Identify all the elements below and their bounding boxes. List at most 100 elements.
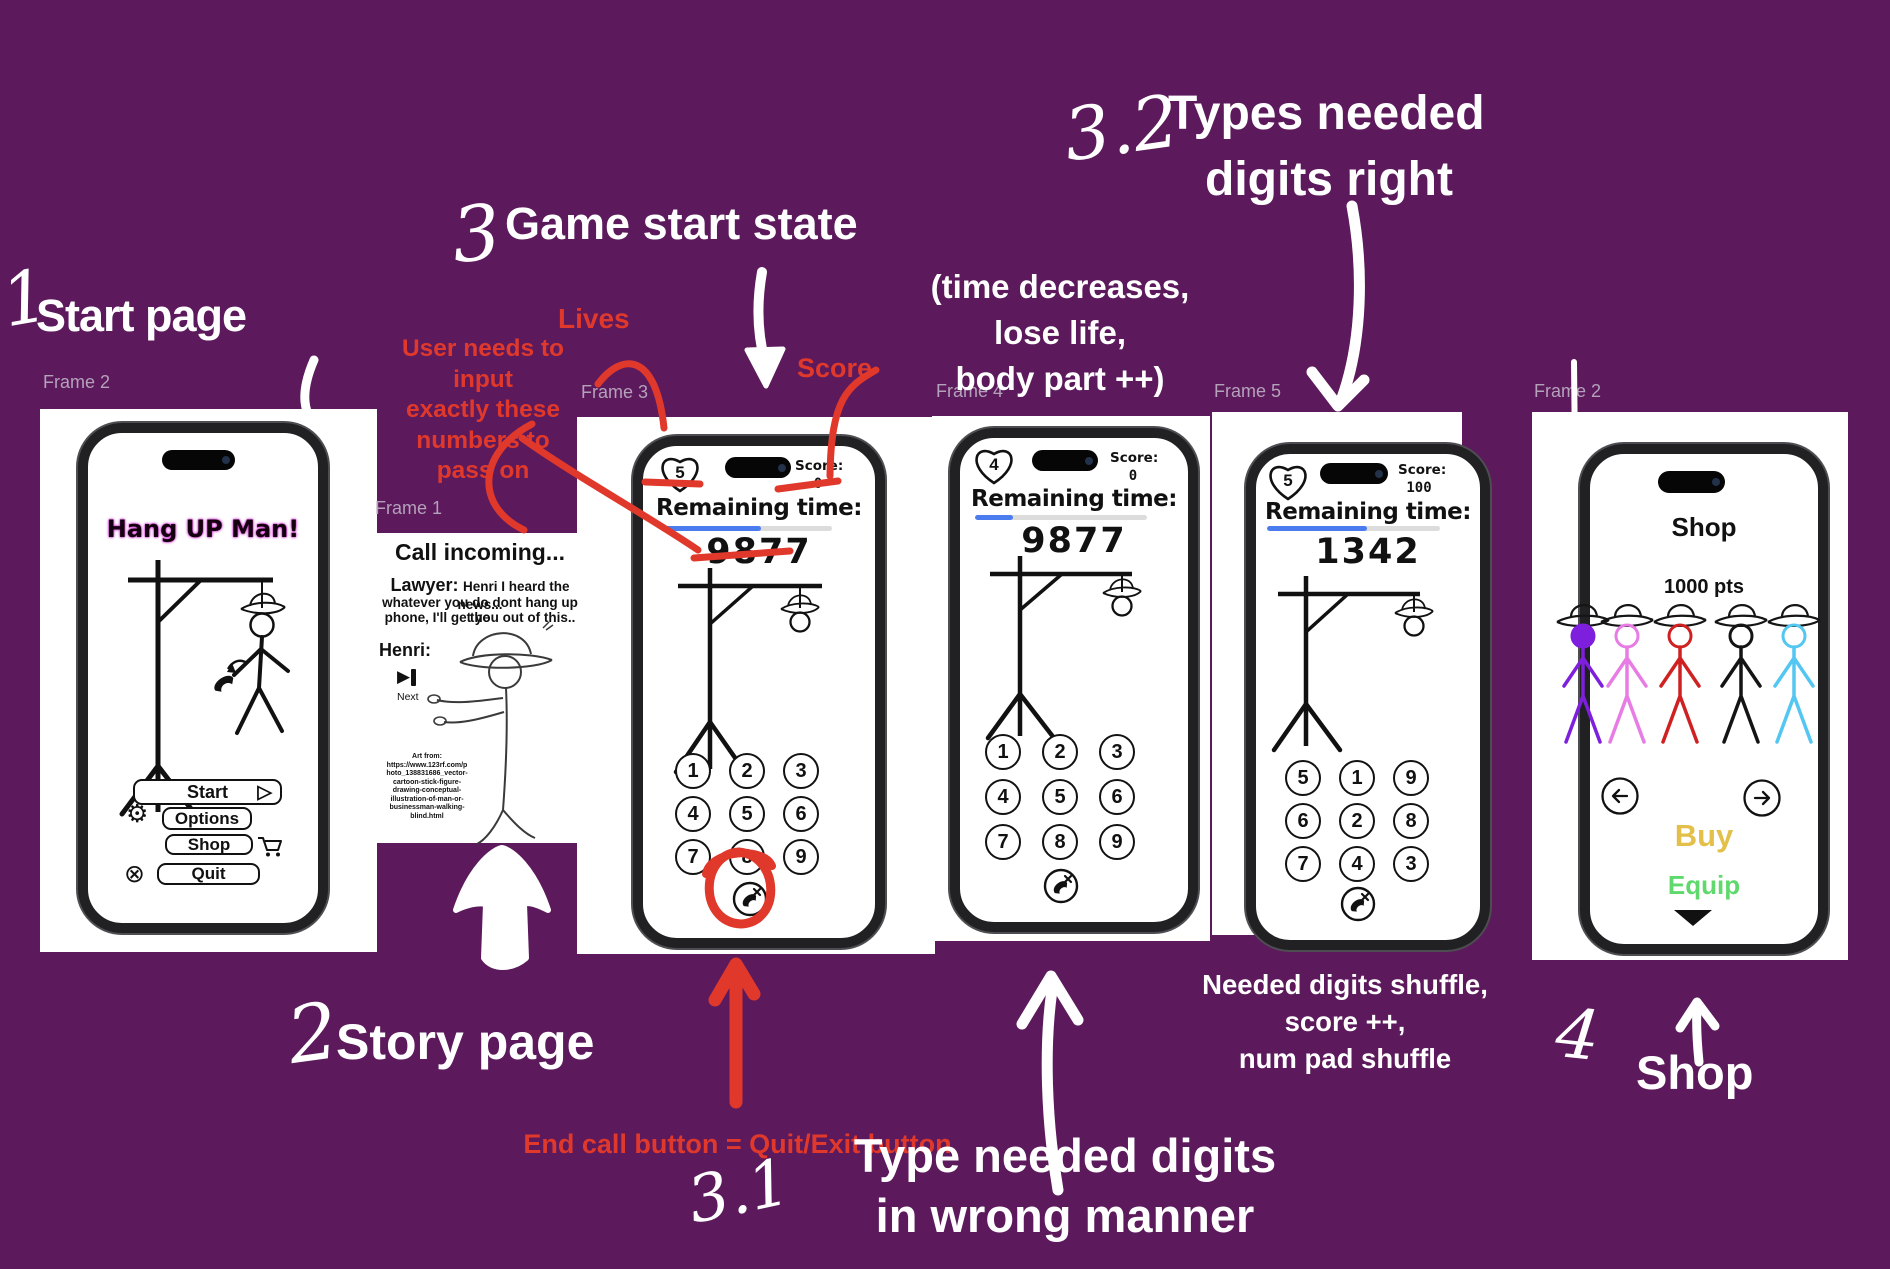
henri-label: Henri: xyxy=(379,640,432,660)
user-input-note: User needs to input exactly these number… xyxy=(383,334,583,487)
shop-figure[interactable] xyxy=(1595,596,1659,748)
keypad-key[interactable]: 9 xyxy=(783,839,819,875)
time-value: 9877 xyxy=(1021,521,1127,561)
time-decreases-line2: lose life, xyxy=(993,314,1127,351)
collapse-triangle-icon[interactable] xyxy=(1674,910,1712,926)
keypad-key[interactable]: 5 xyxy=(729,796,765,832)
time-decreases-line3: body part ++) xyxy=(955,360,1165,397)
keypad-key[interactable]: 7 xyxy=(1285,846,1321,882)
keypad-key[interactable]: 6 xyxy=(1099,779,1135,815)
end-call-button[interactable] xyxy=(1042,867,1080,905)
camera-dot xyxy=(1712,478,1720,486)
user-input-line5: pass on xyxy=(436,457,530,484)
frame-label[interactable]: Frame 3 xyxy=(581,382,649,402)
keypad-key[interactable]: 4 xyxy=(1339,846,1375,882)
art-credit: Art from: https://www.123rf.com/photo_13… xyxy=(386,753,468,820)
time-value: 1342 xyxy=(1315,532,1421,572)
user-input-line4: numbers to xyxy=(416,426,550,454)
shuffle-line1: Needed digits shuffle, xyxy=(1202,969,1488,1000)
dynamic-island xyxy=(1032,450,1098,471)
score-label: Score: xyxy=(795,458,844,474)
equip-button[interactable]: Equip xyxy=(1667,870,1741,900)
frame-label[interactable]: Frame 4 xyxy=(936,381,1004,401)
next-button[interactable]: ▶ xyxy=(397,667,416,687)
prev-arrow-button[interactable] xyxy=(1600,776,1640,816)
keypad-key[interactable]: 4 xyxy=(675,796,711,832)
keypad-key[interactable]: 7 xyxy=(675,839,711,875)
shop-button[interactable]: Shop xyxy=(165,834,253,855)
score-note: Score xyxy=(797,353,873,383)
keypad-key[interactable]: 7 xyxy=(985,824,1021,860)
gallows-and-man-graphic xyxy=(119,560,290,817)
keypad-key[interactable]: 6 xyxy=(1285,803,1321,839)
frame-label[interactable]: Frame 2 xyxy=(1534,381,1602,401)
quit-button[interactable]: Quit xyxy=(157,863,260,885)
keypad-key[interactable]: 6 xyxy=(783,796,819,832)
keypad-key[interactable]: 3 xyxy=(783,753,819,789)
end-call-button[interactable] xyxy=(1339,885,1377,923)
game-start-note: Game start state xyxy=(505,198,858,249)
shop-title: Shop xyxy=(1671,512,1737,542)
shop-button-label: Shop xyxy=(187,834,231,854)
keypad-key[interactable]: 2 xyxy=(1339,803,1375,839)
types-right-arrow xyxy=(1336,200,1365,404)
phone-start-page: Hang UP Man! Start ▷ ⚙ Options xyxy=(78,423,328,933)
game-start-arrowhead xyxy=(744,346,786,389)
keypad-key[interactable]: 1 xyxy=(985,734,1021,770)
keypad-key[interactable]: 2 xyxy=(729,753,765,789)
types-right-note-line1: Types needed xyxy=(1168,87,1485,140)
keypad-key[interactable]: 3 xyxy=(1393,846,1429,882)
keypad-key[interactable]: 5 xyxy=(1285,760,1321,796)
keypad-key[interactable]: 9 xyxy=(1393,760,1429,796)
shop-figure[interactable] xyxy=(1648,596,1712,748)
wrong-manner-note: Type needed digits in wrong manner xyxy=(790,1126,1340,1246)
frame-label[interactable]: Frame 2 xyxy=(43,372,111,392)
next-arrow-button[interactable] xyxy=(1742,778,1782,818)
shuffle-line2: score ++, xyxy=(1284,1006,1406,1037)
end-call-note: End call button = Quit/Exit button xyxy=(523,1129,952,1159)
end-call-button[interactable] xyxy=(731,880,769,918)
start-button-label: Start xyxy=(186,781,228,802)
story-page-content: Call incoming... Lawyer: Henri I heard t… xyxy=(373,533,587,845)
dynamic-island xyxy=(1658,471,1725,493)
step-4-number: 4 xyxy=(1552,993,1604,1078)
keypad-key[interactable]: 4 xyxy=(985,779,1021,815)
keypad-key[interactable]: 8 xyxy=(1393,803,1429,839)
buy-button[interactable]: Buy xyxy=(1674,818,1734,853)
gear-icon[interactable]: ⚙ xyxy=(126,800,149,828)
cart-icon[interactable] xyxy=(256,833,284,859)
gallows-graphic xyxy=(985,556,1142,741)
frame-label[interactable]: Frame 5 xyxy=(1214,381,1282,401)
step-3-2-number: 3.2 xyxy=(1058,78,1184,178)
frame-label[interactable]: Frame 1 xyxy=(375,498,443,518)
shop-figure[interactable] xyxy=(1709,596,1773,748)
keypad-key[interactable]: 9 xyxy=(1099,824,1135,860)
pause-bar-icon xyxy=(411,668,416,686)
keypad-key[interactable]: 8 xyxy=(1042,824,1078,860)
lawyer-text-3: phone, I'll get you out of this.. xyxy=(384,610,576,625)
keypad-key[interactable]: 8 xyxy=(729,839,765,875)
start-page-note: Start page xyxy=(36,290,247,341)
phone-receiver-icon xyxy=(214,675,234,692)
keypad-key[interactable]: 5 xyxy=(1042,779,1078,815)
keypad-key[interactable]: 1 xyxy=(675,753,711,789)
wrong-manner-line1: Type needed digits xyxy=(853,1129,1277,1182)
score-value: 0 xyxy=(1128,468,1138,484)
close-icon[interactable]: ⊗ xyxy=(124,860,145,888)
lawyer-label: Lawyer: xyxy=(390,575,459,595)
keypad-key[interactable]: 2 xyxy=(1042,734,1078,770)
time-progress-fill xyxy=(1267,526,1368,531)
keypad-key[interactable]: 3 xyxy=(1099,734,1135,770)
remaining-time-label: Remaining time: xyxy=(1265,499,1471,525)
svg-text:5: 5 xyxy=(675,463,684,482)
game-title: Hang UP Man! xyxy=(106,515,300,543)
keypad-key[interactable]: 1 xyxy=(1339,760,1375,796)
options-button[interactable]: Options xyxy=(162,807,252,830)
start-button[interactable]: Start ▷ xyxy=(133,779,282,805)
quit-button-label: Quit xyxy=(191,864,226,883)
shop-arrowhead xyxy=(1675,997,1720,1033)
shop-figure[interactable] xyxy=(1762,596,1826,748)
